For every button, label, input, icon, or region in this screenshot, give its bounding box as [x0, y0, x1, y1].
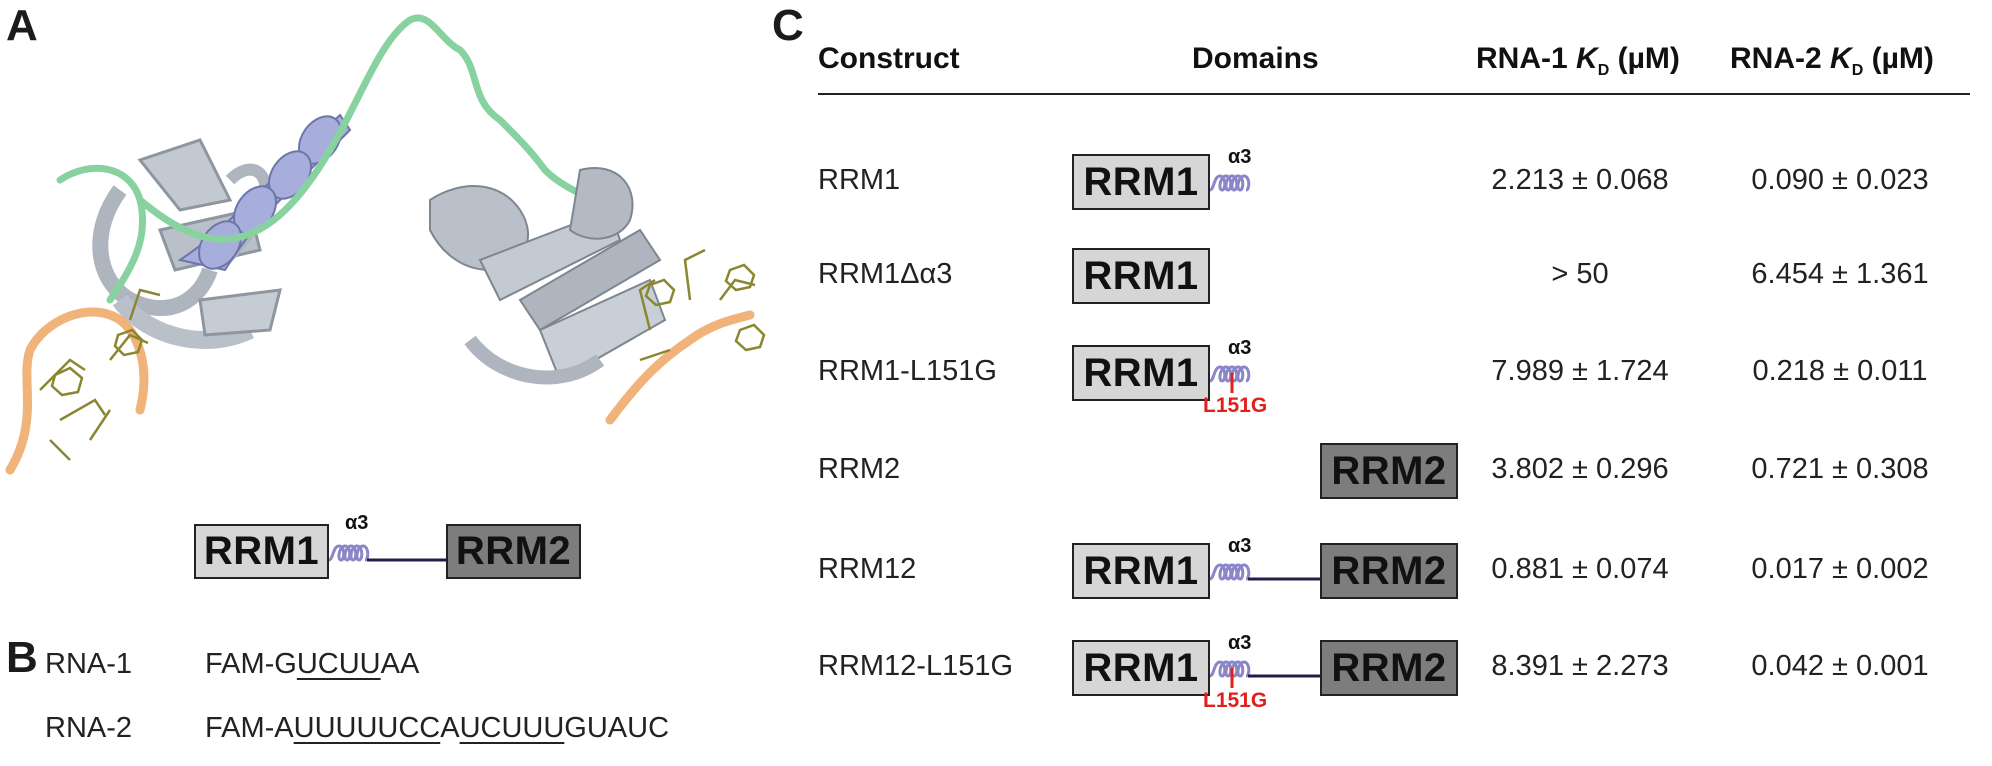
row-rna1-kd: > 50 — [1551, 258, 1609, 290]
row-construct: RRM1Δα3 — [818, 258, 953, 290]
row6-mutation-label: L151G — [1203, 689, 1268, 712]
row-rna2-kd: 0.721 ± 0.308 — [1751, 453, 1929, 485]
row-construct: RRM1-L151G — [818, 355, 997, 387]
protein-structure-figure — [5, 14, 766, 475]
schematic-helix-linker — [329, 544, 446, 562]
panel-label-a: A — [6, 1, 38, 50]
row5-rrm1-box: RRM1 — [1072, 543, 1210, 599]
row-rna2-kd: 6.454 ± 1.361 — [1751, 258, 1929, 290]
rna2-sequence: FAM-AUUUUUCCAUCUUUGUAUC — [205, 712, 670, 744]
row-construct: RRM12-L151G — [818, 650, 1014, 682]
row-rna2-kd: 0.042 ± 0.001 — [1751, 650, 1929, 682]
header-rna2-kd: RNA-2 KD (µM) — [1730, 42, 1934, 79]
row6-rrm1-box: RRM1 — [1072, 640, 1210, 696]
row3-mutation-label: L151G — [1203, 394, 1268, 417]
row3-rrm1-box: RRM1 — [1072, 345, 1210, 401]
row2-rrm1-box: RRM1 — [1072, 248, 1210, 304]
row-rna1-kd: 7.989 ± 1.724 — [1491, 355, 1669, 387]
header-construct: Construct — [818, 42, 960, 75]
row-construct: RRM2 — [818, 453, 901, 485]
row6-alpha3-label: α3 — [1228, 632, 1252, 654]
rna2-name: RNA-2 — [45, 712, 133, 744]
row3-helix-mutation — [1210, 365, 1251, 393]
panel-label-c: C — [772, 1, 804, 50]
row6-helix-linker-mutation — [1210, 660, 1320, 688]
rna1-sequence: FAM-GUCUUAA — [205, 648, 420, 680]
schematic-rrm1-box: RRM1 — [194, 524, 329, 579]
row-rna1-kd: 0.881 ± 0.074 — [1491, 553, 1669, 585]
row-rna1-kd: 8.391 ± 2.273 — [1491, 650, 1669, 682]
row1-rrm1-box: RRM1 — [1072, 154, 1210, 210]
row-rna1-kd: 2.213 ± 0.068 — [1491, 164, 1669, 196]
row-construct: RRM1 — [818, 164, 901, 196]
row-rna1-kd: 3.802 ± 0.296 — [1491, 453, 1669, 485]
schematic-alpha3-label: α3 — [345, 512, 369, 534]
row-rna2-kd: 0.090 ± 0.023 — [1751, 164, 1929, 196]
row-rna2-kd: 0.218 ± 0.011 — [1752, 355, 1928, 387]
rna1-name: RNA-1 — [45, 648, 133, 680]
header-domains: Domains — [1192, 42, 1319, 75]
row-rna2-kd: 0.017 ± 0.002 — [1751, 553, 1929, 585]
row1-helix — [1210, 174, 1251, 192]
panel-label-b: B — [6, 633, 38, 682]
schematic-rrm2-box: RRM2 — [446, 524, 581, 579]
row-construct: RRM12 — [818, 553, 917, 585]
row5-alpha3-label: α3 — [1228, 535, 1252, 557]
row5-rrm2-box: RRM2 — [1320, 543, 1458, 599]
header-rna1-kd: RNA-1 KD (µM) — [1476, 42, 1680, 79]
row6-rrm2-box: RRM2 — [1320, 640, 1458, 696]
row3-alpha3-label: α3 — [1228, 337, 1252, 359]
row5-helix-linker — [1210, 563, 1320, 581]
row1-alpha3-label: α3 — [1228, 146, 1252, 168]
header-rule — [818, 93, 1970, 95]
row4-rrm2-box: RRM2 — [1320, 443, 1458, 499]
